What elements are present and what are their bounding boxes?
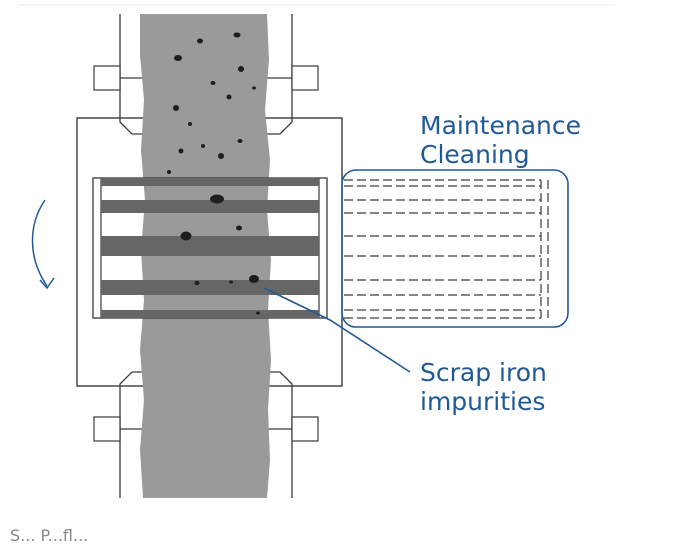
magnetic-bar (101, 280, 319, 295)
scrap-iron-particles (167, 32, 260, 315)
impurities-label-line: impurities (420, 387, 546, 416)
scrap-iron-label: Scrap iron impurities (420, 358, 547, 416)
scrap-iron-leader-line (263, 287, 411, 373)
scrap-iron-label-line: Scrap iron (420, 358, 547, 387)
magnetic-bar (101, 178, 319, 186)
curved-arrow-icon (31, 199, 55, 290)
separator-diagram: Maintenance Cleaning Scrap iron impuriti… (10, 4, 615, 545)
cleaning-label-line: Cleaning (420, 140, 530, 169)
magnetic-bar (101, 236, 319, 256)
magnetic-bar (101, 200, 319, 213)
maintenance-cleaning-outline (341, 169, 569, 328)
caption-fragment: S... P...fl... (10, 526, 89, 545)
pulled-out-grate (344, 179, 549, 319)
maintenance-label-line: Maintenance (420, 111, 581, 140)
maintenance-cleaning-label: Maintenance Cleaning (420, 111, 581, 169)
diagram-canvas (18, 4, 615, 498)
magnetic-bars (101, 178, 319, 318)
magnetic-bar (101, 310, 319, 318)
